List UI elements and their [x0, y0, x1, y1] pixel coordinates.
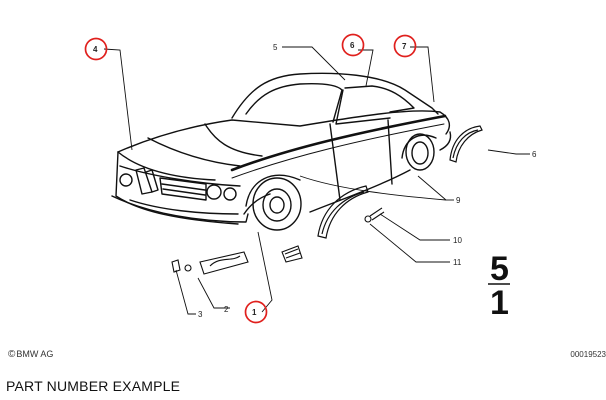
svg-text:5: 5	[490, 250, 509, 288]
badge-part	[281, 245, 303, 263]
svg-text:1: 1	[490, 284, 509, 322]
callout-5: 5	[273, 43, 278, 52]
callout-10: 10	[453, 236, 462, 245]
callout-3: 3	[198, 310, 203, 319]
leader-lines	[103, 46, 530, 315]
svg-text:10: 10	[453, 236, 462, 245]
car-illustration	[111, 72, 452, 231]
callout-2: 2	[224, 305, 229, 314]
reference-code: 00019523	[570, 350, 606, 359]
group-mark: 5 1	[488, 250, 510, 322]
svg-text:6: 6	[532, 150, 537, 159]
svg-text:6: 6	[350, 41, 355, 50]
svg-text:1: 1	[252, 308, 257, 317]
caption: PART NUMBER EXAMPLE	[6, 378, 181, 394]
svg-text:2: 2	[224, 305, 229, 314]
svg-text:3: 3	[198, 310, 203, 319]
callout-9: 9	[456, 196, 461, 205]
clip-part	[171, 259, 192, 273]
callout-11: 11	[453, 258, 462, 267]
callout-6-circled: 6	[341, 33, 365, 57]
parts-diagram: 1 2 3 4 5 6 6 7 9 10 11 5 1	[84, 33, 537, 324]
callout-6: 6	[532, 150, 537, 159]
screw-part	[364, 207, 385, 223]
wheel-arch-trim-front	[317, 185, 369, 239]
callout-7: 7	[393, 34, 417, 58]
svg-text:4: 4	[93, 45, 98, 54]
copyright-notice: ©BMW AG	[8, 349, 53, 360]
copyright-text: BMW AG	[16, 349, 54, 359]
copyright-symbol: ©	[8, 349, 16, 360]
svg-text:5: 5	[273, 43, 278, 52]
svg-text:9: 9	[456, 196, 461, 205]
trim-strip-part	[199, 251, 249, 275]
callout-1: 1	[244, 300, 268, 324]
svg-text:7: 7	[402, 42, 407, 51]
svg-text:11: 11	[453, 258, 462, 267]
callout-4: 4	[84, 37, 108, 61]
wheel-arch-trim-rear	[449, 125, 483, 163]
